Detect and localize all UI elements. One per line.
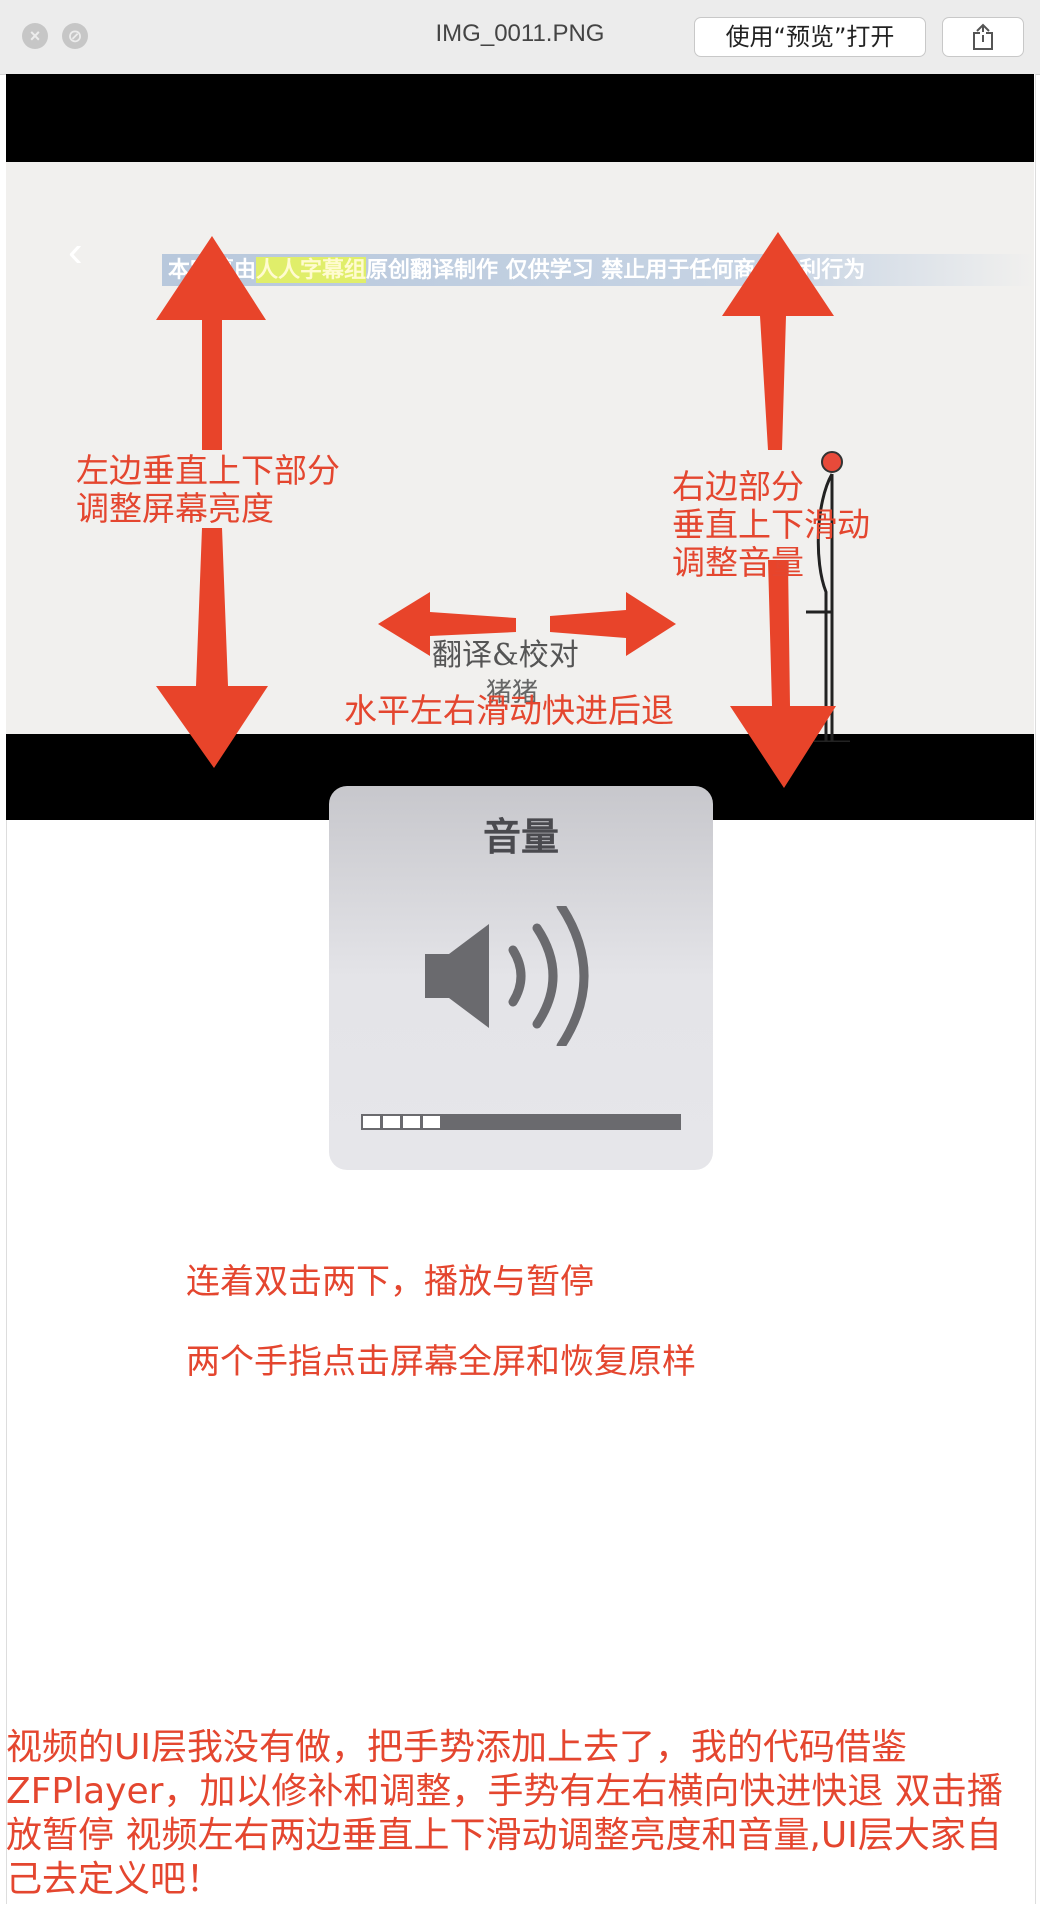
minimize-icon[interactable]: ⊘ — [62, 23, 88, 49]
translator-name: 猪猪 — [486, 678, 539, 708]
speaker-icon — [425, 906, 589, 1046]
subtitle-pre: 本字幕由 — [168, 257, 257, 283]
window-titlebar: × ⊘ IMG_0011.PNG 使用“预览”打开 — [0, 0, 1040, 75]
window-title: IMG_0011.PNG — [435, 20, 605, 47]
volume-cell — [383, 1116, 400, 1128]
share-button[interactable] — [942, 17, 1024, 57]
horizontal-gesture-label: 水平左右滑动快进后退 — [344, 691, 674, 730]
volume-hud: 音量 — [329, 786, 713, 1170]
back-chevron-icon[interactable]: ‹ — [68, 227, 83, 276]
footer-description: 视频的UI层我没有做，把手势添加上去了，我的代码借鉴ZFPlayer，加以修补和… — [6, 1727, 1003, 1900]
subtitle-post: 原创翻译制作 仅供学习 禁止用于任何商业盈利行为 — [366, 257, 866, 283]
right-gesture-label: 右边部分 垂直上下滑动 调整音量 — [672, 467, 870, 582]
translator-credit: 翻译&校对 — [432, 638, 579, 673]
double-tap-instruction: 连着双击两下，播放与暂停 — [186, 1262, 594, 1302]
close-icon[interactable]: × — [22, 23, 48, 49]
hud-title: 音量 — [482, 815, 559, 859]
volume-cell — [363, 1116, 380, 1128]
volume-cell — [423, 1116, 440, 1128]
left-gesture-label: 左边垂直上下部分 调整屏幕亮度 — [76, 451, 340, 528]
subtitle-highlight: 人人字幕组 — [256, 257, 367, 283]
volume-level-cells — [363, 1116, 440, 1128]
subtitle-text: 本字幕由人人字幕组原创翻译制作 仅供学习 禁止用于任何商业盈利行为 — [168, 255, 865, 285]
two-finger-instruction: 两个手指点击屏幕全屏和恢复原样 — [186, 1342, 696, 1382]
open-in-preview-button[interactable]: 使用“预览”打开 — [694, 17, 926, 57]
volume-cell — [403, 1116, 420, 1128]
volume-bar — [361, 1114, 681, 1130]
share-icon — [973, 23, 993, 50]
